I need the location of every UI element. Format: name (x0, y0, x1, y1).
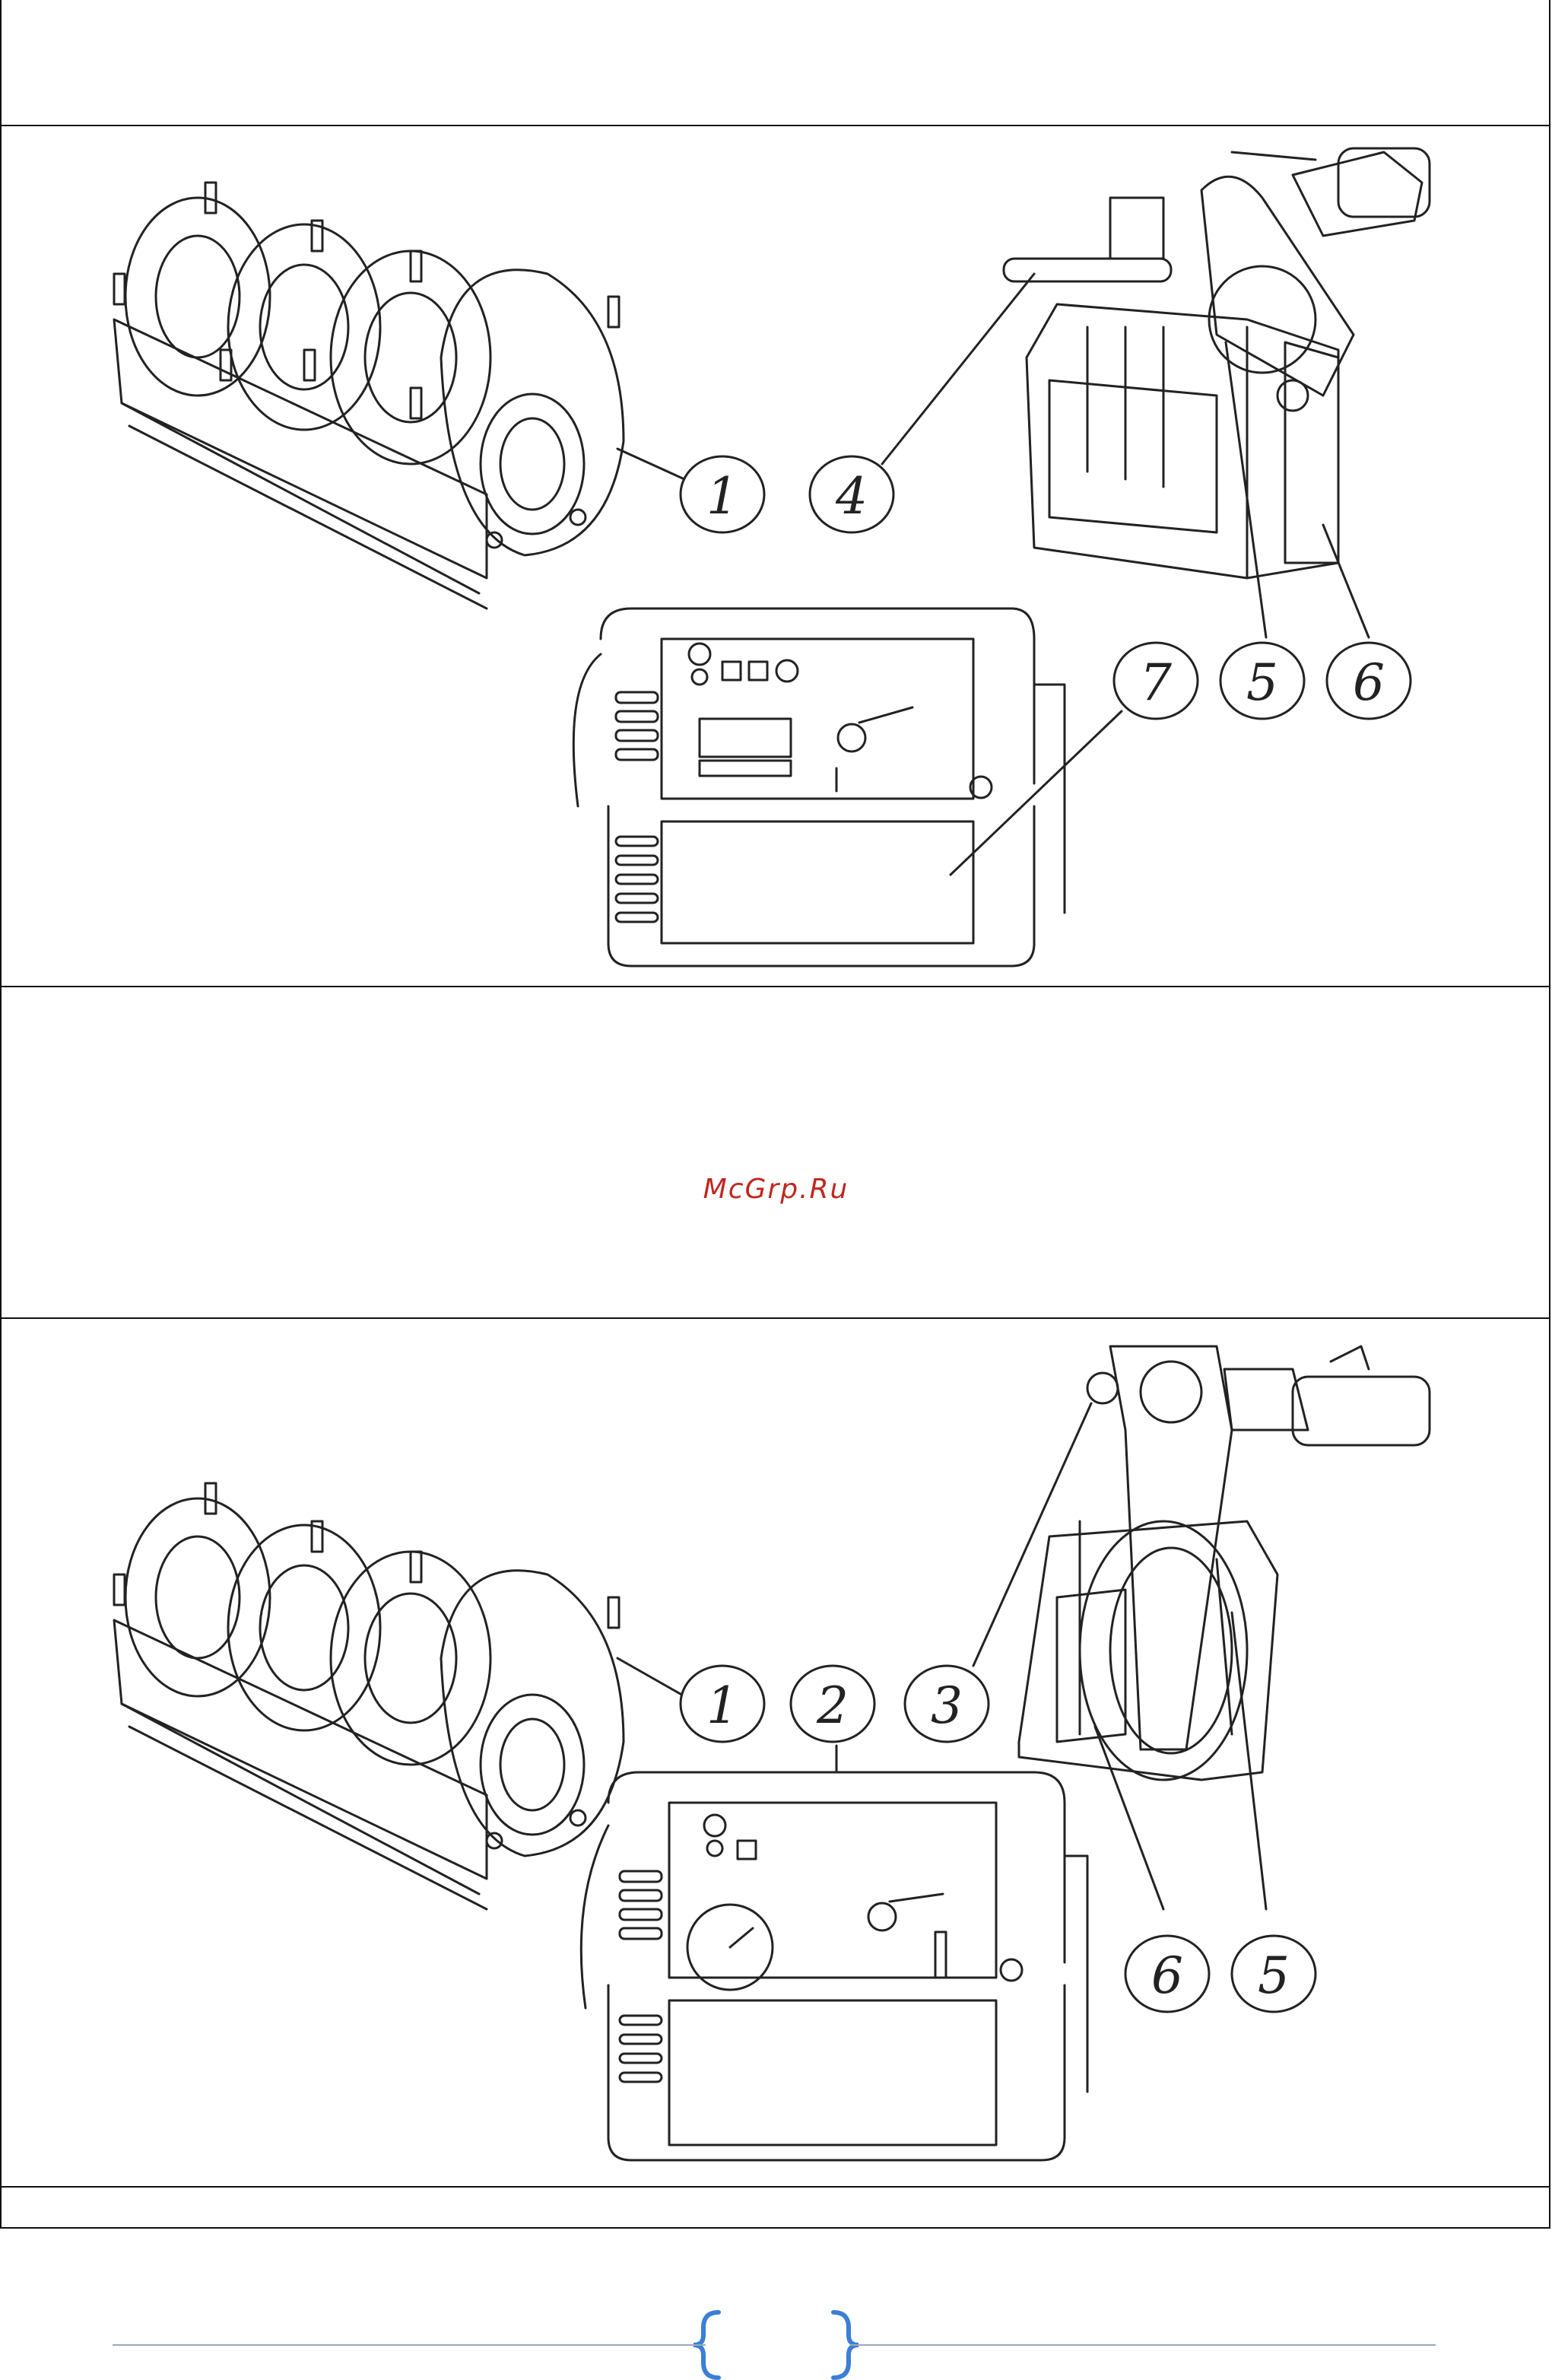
callouts-bottom: 1 2 3 6 5 (681, 1666, 1316, 2012)
callout-label: 6 (1353, 653, 1385, 712)
callout-6-top: 6 (1327, 643, 1411, 719)
callout-1-top: 1 (681, 456, 764, 532)
callout-4-top: 4 (810, 456, 893, 532)
callouts-top: 1 4 7 5 6 (681, 456, 1411, 719)
callout-label: 5 (1246, 653, 1278, 712)
callout-label: 7 (1140, 653, 1172, 712)
callout-1-bottom: 1 (681, 1666, 764, 1742)
callout-5-bottom: 5 (1232, 1936, 1316, 2012)
hydraulic-unit-bottom (581, 1772, 1087, 2160)
facing-tool-top (1004, 148, 1430, 578)
callout-label: 4 (835, 467, 868, 526)
hydraulic-unit-top (573, 609, 1065, 966)
callout-label: 5 (1258, 1946, 1290, 2005)
footer-rule-left (113, 2344, 706, 2346)
callout-3-bottom: 3 (905, 1666, 989, 1742)
callout-label: 1 (706, 1676, 738, 1735)
callout-label: 3 (931, 1676, 963, 1735)
facing-tool-bottom (1019, 1346, 1430, 1780)
clamp-frame-bottom (114, 1483, 624, 1909)
clamp-frame-top (114, 183, 624, 609)
callout-label: 2 (816, 1676, 849, 1735)
callout-7-top: 7 (1114, 643, 1198, 719)
callout-5-top: 5 (1220, 643, 1304, 719)
callout-6-bottom: 6 (1125, 1936, 1209, 2012)
footer-rule-right (850, 2344, 1436, 2346)
callout-label: 6 (1151, 1946, 1183, 2005)
page-number-brackets (693, 2312, 859, 2378)
callout-label: 1 (706, 467, 738, 526)
callout-2-bottom: 2 (791, 1666, 874, 1742)
